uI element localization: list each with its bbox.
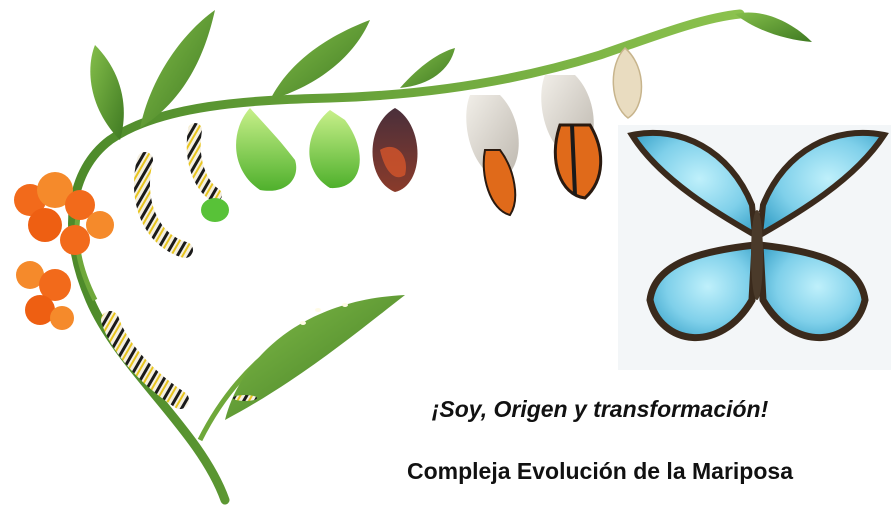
chrysalises (236, 108, 418, 192)
leaf (735, 12, 812, 42)
eggs (233, 303, 348, 401)
chrysalis-green (309, 110, 360, 189)
emerging-butterfly-1 (466, 95, 519, 217)
antenna-left (737, 179, 756, 213)
butterfly-body (751, 210, 763, 300)
caterpillar-hanging-2 (186, 123, 229, 222)
emerging-butterfly-2 (541, 75, 603, 200)
caterpillar-hanging-1 (133, 152, 193, 258)
tagline: ¡Soy, Origen y transformación! (431, 396, 769, 422)
leaf (140, 10, 215, 128)
caterpillar-small (101, 311, 189, 409)
blue-butterfly (618, 125, 891, 370)
caption-title: Compleja Evolución de la Mariposa (407, 458, 793, 484)
leaf (225, 295, 405, 420)
leaf (270, 20, 370, 100)
antenna-right (758, 179, 777, 213)
leaves (90, 10, 812, 420)
upper-left-wing (627, 129, 759, 241)
upper-right-wing (756, 129, 889, 241)
leaf (400, 48, 455, 88)
lower-left-wing (646, 241, 759, 341)
chrysalis-forming (236, 108, 297, 191)
milkweed-flowers (14, 172, 114, 330)
leaf (90, 45, 124, 140)
lower-right-wing (756, 241, 869, 341)
empty-chrysalis (612, 46, 643, 119)
